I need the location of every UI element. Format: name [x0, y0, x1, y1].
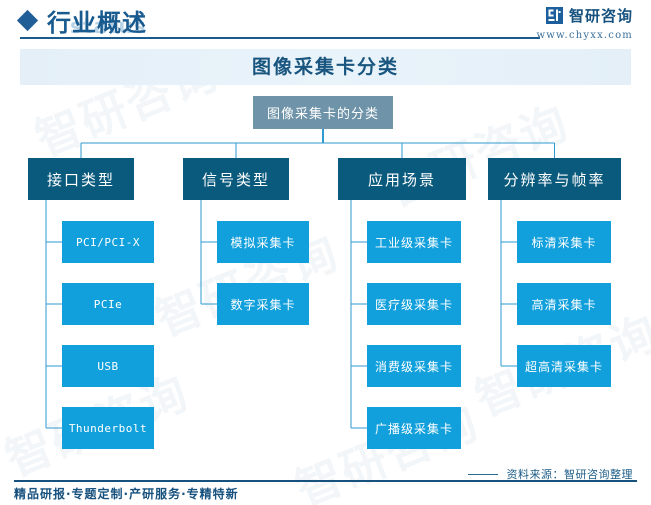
tree-node-leaf: 超高清采集卡: [517, 345, 611, 387]
brand-url: www.chyxx.com: [536, 30, 633, 41]
page-title: 行业概述: [47, 8, 147, 37]
tree-node-leaf: Thunderbolt: [62, 407, 154, 449]
tree-node-branch-1: 接口类型: [28, 158, 134, 200]
tree-node-branch-1-label: 接口类型: [46, 170, 115, 189]
tree-node-leaf-label: 工业级采集卡: [374, 235, 453, 250]
tree-node-branch-3-label: 应用场景: [367, 170, 436, 189]
source-dash-icon: [467, 473, 498, 475]
tree-node-leaf-label: 消费级采集卡: [374, 359, 453, 374]
tree-node-leaf-label: PCI/PCI-X: [75, 235, 141, 249]
diamond-icon: [16, 9, 39, 32]
tree-node-leaf-label: 数字采集卡: [230, 297, 296, 312]
tree-node-branch-4: 分辨率与帧率: [488, 158, 621, 200]
tree-node-leaf: 数字采集卡: [217, 283, 309, 325]
tree-node-leaf-label: USB: [97, 359, 119, 373]
tree-node-root: 图像采集卡的分类: [253, 96, 393, 129]
brand-block: 智研咨询 www.chyxx.com: [536, 5, 633, 41]
tree-node-branch-2-label: 信号类型: [201, 170, 270, 189]
source-text: 资料来源：智研咨询整理: [506, 468, 633, 481]
tree-node-leaf: 模拟采集卡: [217, 221, 309, 263]
tree-node-leaf-label: Thunderbolt: [68, 421, 148, 435]
chyxx-logo-icon: [545, 7, 563, 24]
tree-node-leaf-label: PCIe: [93, 297, 123, 311]
tree-node-leaf-label: 医疗级采集卡: [374, 297, 453, 312]
tree-node-branch-4-label: 分辨率与帧率: [503, 170, 606, 189]
tree-node-branch-3: 应用场景: [338, 158, 466, 200]
header-divider: [20, 37, 540, 39]
tree-node-leaf: 消费级采集卡: [367, 345, 461, 387]
header-ghost-text: status: [70, 14, 147, 38]
tree-node-leaf: 广播级采集卡: [367, 407, 461, 449]
page-header: status 行业概述 智研咨询 www.chyxx.com: [0, 0, 651, 44]
chart-title: 图像采集卡分类: [251, 56, 399, 78]
tree-node-leaf: 标清采集卡: [517, 221, 611, 263]
tree-node-leaf-label: 高清采集卡: [531, 297, 597, 312]
tree-node-leaf: 医疗级采集卡: [367, 283, 461, 325]
tree-node-leaf-label: 广播级采集卡: [374, 421, 453, 436]
tree-node-leaf: PCI/PCI-X: [62, 221, 154, 263]
source-note: 资料来源：智研咨询整理: [467, 466, 634, 482]
tree-node-leaf-label: 模拟采集卡: [230, 235, 296, 250]
tree-node-leaf: 高清采集卡: [517, 283, 611, 325]
brand-name: 智研咨询: [568, 7, 633, 25]
tree-node-leaf: USB: [62, 345, 154, 387]
chart-title-banner: 图像采集卡分类: [20, 49, 631, 85]
tree-node-leaf-label: 标清采集卡: [531, 235, 597, 250]
tree-node-leaf: PCIe: [62, 283, 154, 325]
footer-divider: [14, 480, 637, 482]
tree-node-leaf-label: 超高清采集卡: [524, 359, 603, 374]
tree-node-root-label: 图像采集卡的分类: [266, 107, 379, 122]
tree-node-leaf: 工业级采集卡: [367, 221, 461, 263]
footer-tagline: 精品研报·专题定制·产研服务·专精特新: [14, 487, 239, 501]
tree-node-branch-2: 信号类型: [183, 158, 289, 200]
